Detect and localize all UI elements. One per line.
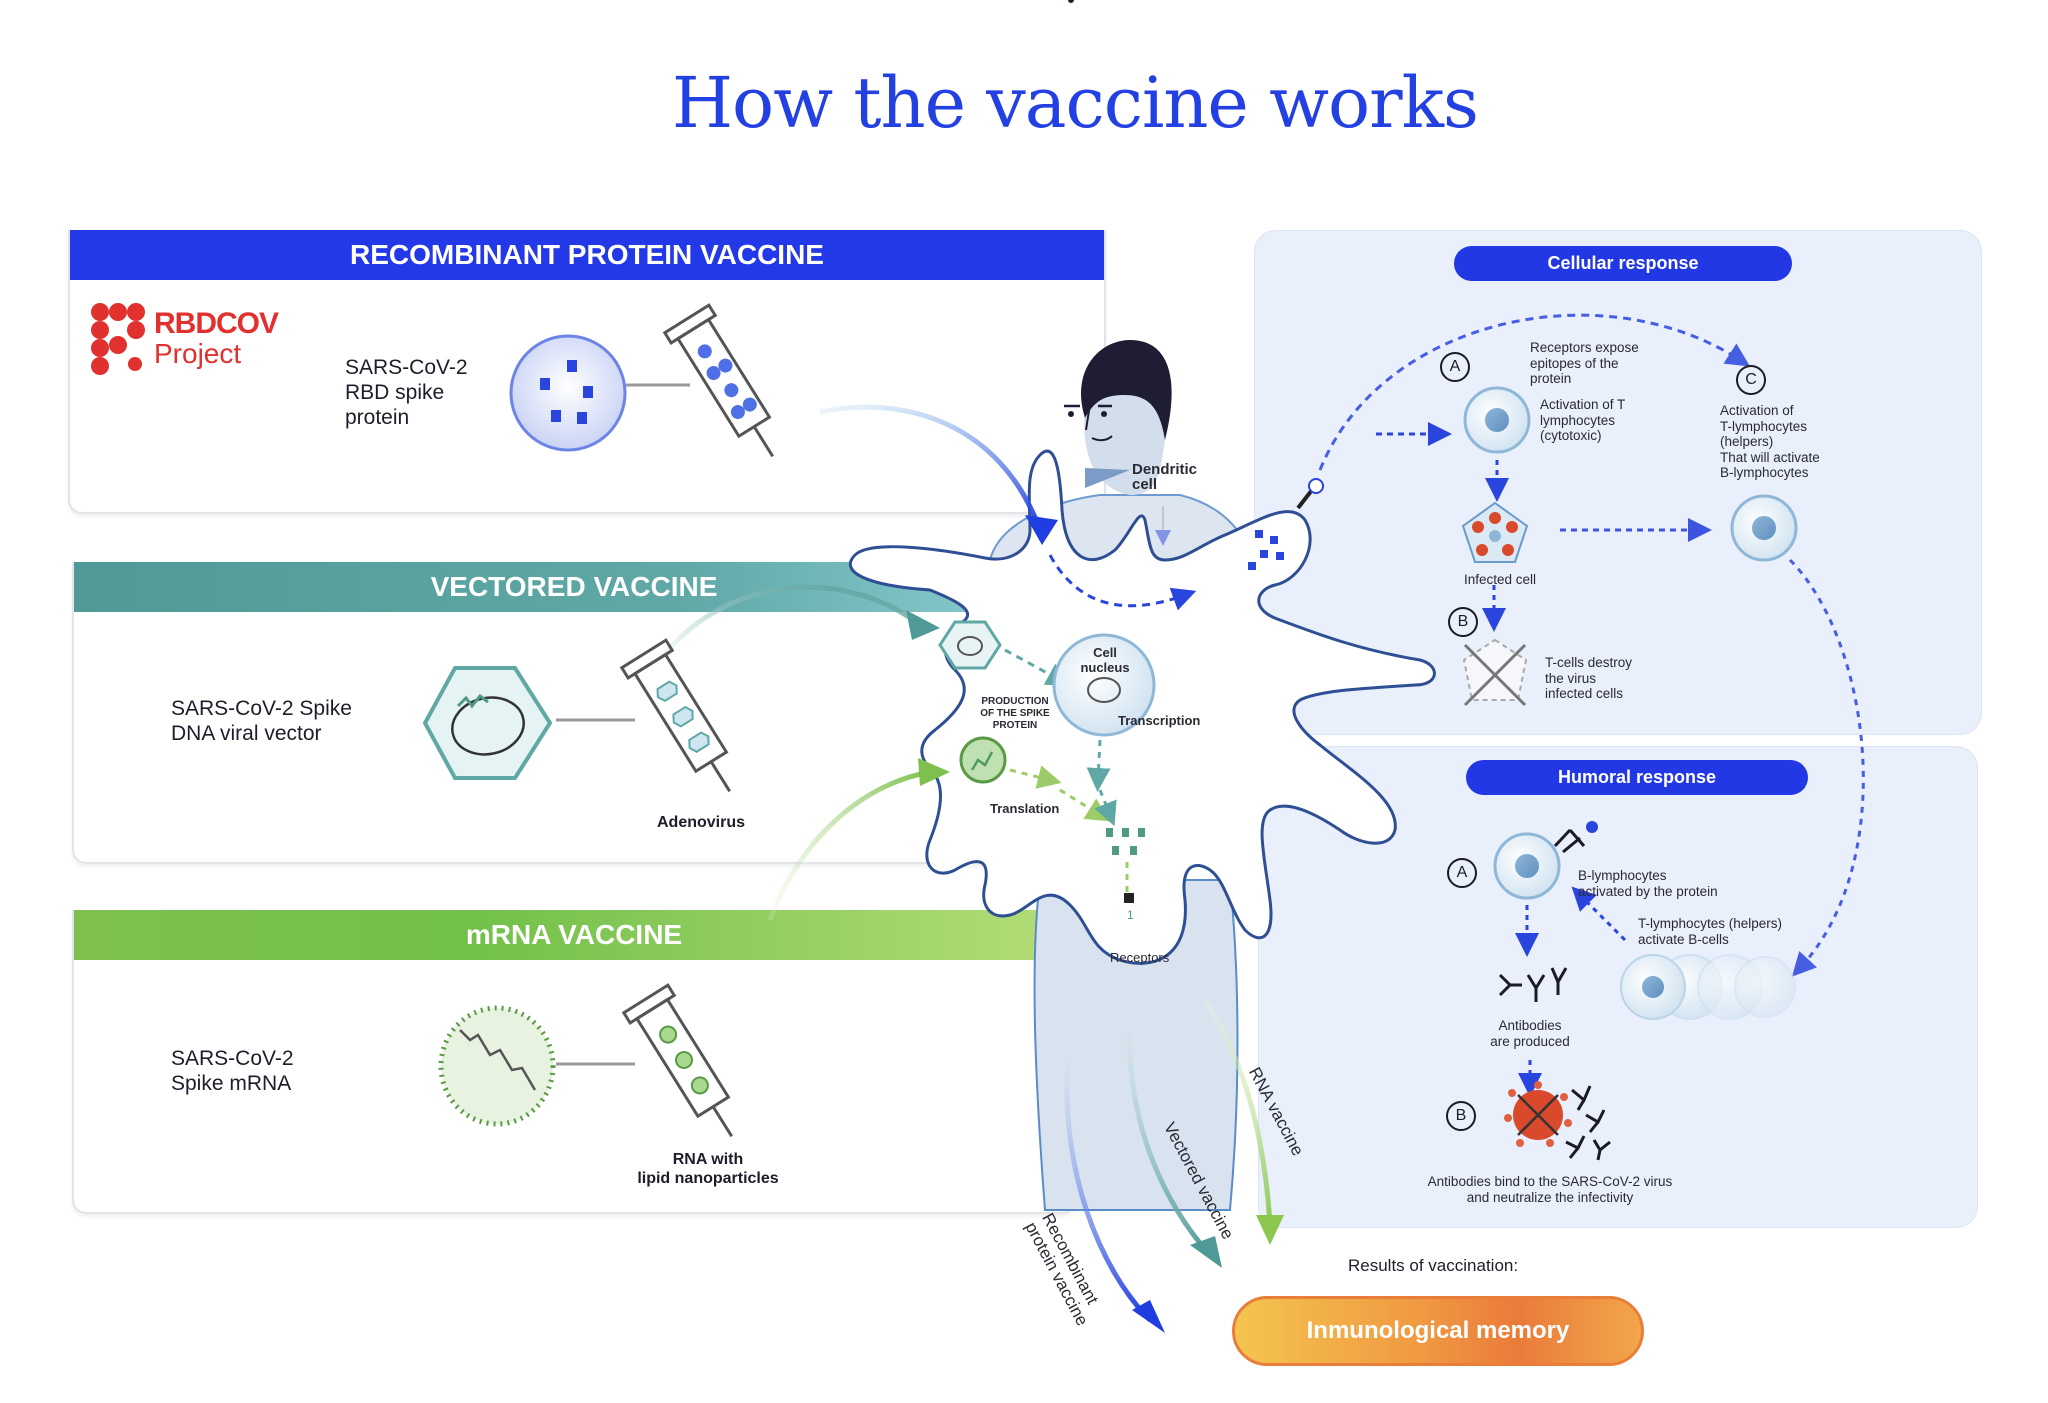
cell-nucleus-label: Cell nucleus: [1080, 645, 1130, 675]
vectored-panel-header: VECTORED VACCINE: [74, 562, 1074, 612]
mrna-description: SARS-CoV-2 Spike mRNA: [171, 1047, 294, 1095]
mrna-arrow: [767, 769, 931, 921]
receptors-expose-text: Receptors expose epitopes of the protein: [1530, 340, 1639, 386]
viral-vector-hexagon: [422, 666, 553, 780]
results-of-vaccination-label: Results of vaccination:: [1348, 1256, 1519, 1275]
adenovirus-label: Adenovirus: [657, 814, 746, 831]
receptor-stalk: [1296, 488, 1314, 510]
humoral-response-header: Humoral response: [1466, 760, 1808, 795]
spike-proteins-displayed: [1248, 530, 1284, 570]
t-cells-destroy-text: T-cells destroy the virus infected cells: [1545, 655, 1633, 701]
immunological-memory-badge: Inmunological memory: [1232, 1296, 1644, 1366]
t-helper-cells-group: [1620, 954, 1796, 1020]
activation-t-cytotoxic-text: Activation of T lymphocytes (cytotoxic): [1540, 397, 1626, 443]
receptor-box: [1124, 893, 1134, 903]
mrna-arrowhead: [918, 758, 950, 786]
antibodies-neutralize-text: Antibodies bind to the SARS-CoV-2 virus …: [1427, 1174, 1673, 1205]
cellular-response-header: Cellular response: [1454, 246, 1792, 281]
vectored-arrowhead: [906, 610, 940, 640]
syringe-rna: [621, 983, 733, 1138]
recombinant-description: SARS-CoV-2 RBD spike protein: [345, 356, 468, 429]
receptors-label: Receptors: [1110, 950, 1170, 965]
recombinant-arrowhead: [1025, 515, 1058, 545]
page-title: How the vaccine works: [672, 62, 1479, 144]
neutralized-virus: [1504, 1081, 1572, 1147]
svg-text:1: 1: [1127, 908, 1134, 922]
t-helpers-activate-text: T-lymphocytes (helpers) activate B-cells: [1638, 916, 1783, 947]
dotted-path-to-epitopes: [1048, 554, 1197, 611]
translation-label: Translation: [990, 801, 1060, 816]
b-lymphocytes-text: B-lymphocytes activated by the protein: [1578, 868, 1718, 899]
vectored-pathway-arrow: [1127, 1019, 1212, 1257]
vectored-arrow: [658, 584, 922, 662]
recombinant-panel-header: RECOMBINANT PROTEIN VACCINE: [70, 230, 1104, 280]
destroyed-cell: [1462, 638, 1528, 701]
rna-nanoparticles-label: RNA with lipid nanoparticles: [637, 1151, 779, 1187]
mrna-particle-small: [959, 736, 1007, 784]
production-spike-label: PRODUCTION OF THE SPIKE PROTEIN: [980, 696, 1050, 731]
vectored-description: SARS-CoV-2 Spike DNA viral vector: [171, 697, 352, 745]
antibodies-icon: [1498, 967, 1568, 1002]
antibodies-produced-text: Antibodies are produced: [1490, 1018, 1570, 1049]
dendritic-cell-label: Dendritic cell: [1132, 461, 1198, 493]
mrna-panel-header: mRNA VACCINE: [74, 910, 1074, 960]
person-head: [1064, 0, 1172, 495]
recombinant-arrow: [819, 404, 1043, 531]
mrna-vaccine-panel: mRNA VACCINE: [72, 910, 1076, 1214]
syringe-recombinant: [662, 303, 774, 458]
binding-antibodies: [1565, 1085, 1611, 1161]
person-torso: [1033, 879, 1239, 1211]
syringe-adenovirus: [619, 638, 731, 793]
cell-nucleus: [1052, 633, 1156, 737]
cellular-step-a: A: [1440, 352, 1470, 382]
cellular-step-b: B: [1448, 607, 1478, 637]
recombinant-pathway-arrow: [1064, 1059, 1152, 1322]
transcription-label: Transcription: [1118, 713, 1201, 728]
logo-text-project: Project: [154, 338, 242, 369]
logo-text-rbdcov: RBDCOV: [154, 307, 279, 340]
activation-helpers-text: Activation of T-lymphocytes (helpers) Th…: [1720, 403, 1820, 480]
produced-spike-proteins: [1106, 828, 1145, 855]
cellular-step-c: C: [1736, 365, 1766, 395]
receptor-head: [1308, 478, 1324, 494]
rna-pathway-arrow: [1202, 998, 1273, 1226]
vector-hexagon-small: [938, 620, 1002, 670]
immunological-memory-text: Inmunological memory: [1306, 1317, 1570, 1344]
humoral-step-b: B: [1446, 1101, 1476, 1131]
rbd-protein-particle: [509, 334, 627, 452]
mrna-lipid-particle: [438, 1005, 556, 1127]
humoral-response-panel: [1258, 746, 1978, 1228]
infected-cell-label: Infected cell: [1464, 572, 1537, 587]
b-cell-receptor: [1553, 828, 1586, 854]
humoral-step-a: A: [1447, 858, 1477, 888]
rbdcov-logo-mark: [91, 303, 145, 375]
